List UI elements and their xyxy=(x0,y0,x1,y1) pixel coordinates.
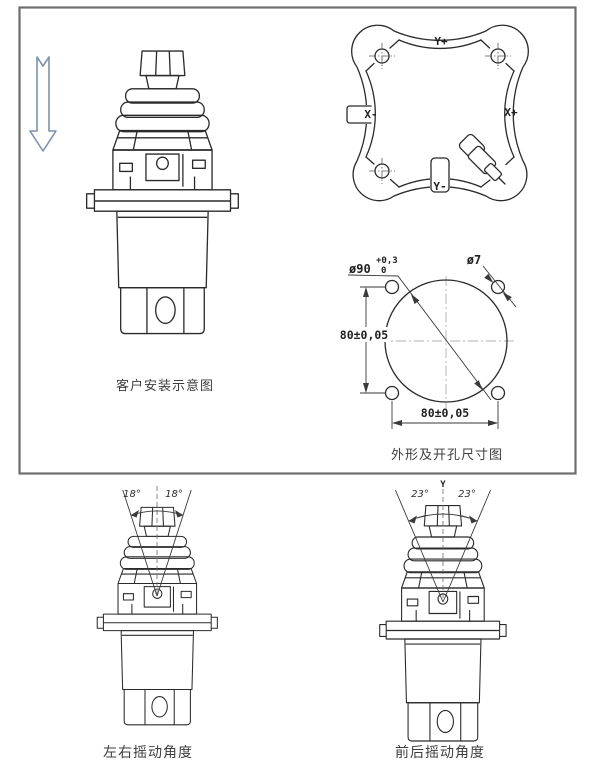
dia90-tol-upper: +0,3 xyxy=(376,256,398,266)
dia7-dimension: ø7 xyxy=(467,253,517,308)
left-swing-figure: 18° 18° 左右摇动角度 xyxy=(96,486,218,760)
down-arrow-icon xyxy=(29,56,57,152)
vertical-dim-label: 80±0,05 xyxy=(340,328,389,342)
dimension-caption: 外形及开孔尺寸图 xyxy=(391,447,503,462)
installation-caption: 客户安装示意图 xyxy=(116,378,214,393)
installation-figure: 客户安装示意图 xyxy=(85,50,239,393)
bottom-keyway-tab xyxy=(430,157,450,193)
angle-right-label: 18° xyxy=(165,489,183,500)
dia90-label: ø90 xyxy=(349,262,371,276)
right-swing-caption: 前后摇动角度 xyxy=(395,744,485,760)
joystick-side-view xyxy=(85,50,239,335)
right-swing-figure: Y 23° 23° 前后摇动角度 xyxy=(379,480,507,760)
horizontal-dim-label: 80±0,05 xyxy=(421,406,470,420)
top-view-outline xyxy=(351,24,529,202)
axis-label-y-minus: Y- xyxy=(433,180,446,193)
axis-label-x-minus: X- xyxy=(364,108,377,121)
inner-contour-left xyxy=(365,70,376,158)
bolt-hole xyxy=(490,279,506,295)
bottom-keyway-mask xyxy=(430,157,450,193)
swing-limit-lines xyxy=(394,489,492,603)
axis-label-y-plus: Y+ xyxy=(434,35,448,48)
left-swing-caption: 左右摇动角度 xyxy=(103,744,193,760)
mounting-screw-marks xyxy=(369,43,511,184)
axis-label-x-plus: X+ xyxy=(504,106,518,119)
drawing-border-box xyxy=(18,6,577,475)
horizontal-dimension: 80±0,05 xyxy=(391,401,499,429)
bolt-hole xyxy=(384,279,400,295)
dia90-dimension: ø90 +0,3 0 xyxy=(347,256,492,401)
connector-plug xyxy=(458,133,506,185)
dia7-label: ø7 xyxy=(467,253,481,267)
joystick-section-view xyxy=(96,506,218,726)
vertical-dimension: 80±0,05 xyxy=(340,286,389,394)
angle-left-label: 23° xyxy=(411,489,429,500)
axis-y-label: Y xyxy=(440,480,446,490)
angle-right-label: 23° xyxy=(458,489,476,500)
bolt-hole xyxy=(384,385,400,401)
inner-contour-top xyxy=(398,39,482,50)
angle-left-label: 18° xyxy=(123,489,141,500)
inner-contour-right xyxy=(504,70,515,158)
left-keyway-tab xyxy=(346,105,372,124)
left-keyway-mask xyxy=(346,105,371,124)
dia90-tol-lower: 0 xyxy=(381,266,386,276)
swing-limit-lines xyxy=(122,489,192,597)
top-view-figure: Y+ X- X+ Y- xyxy=(346,24,529,202)
mounting-dimension-figure: ø90 +0,3 0 ø7 80±0,05 80±0,05 外形及开孔尺寸图 xyxy=(340,253,517,462)
corner-gusset-lines xyxy=(365,39,515,188)
bolt-hole xyxy=(490,385,506,401)
